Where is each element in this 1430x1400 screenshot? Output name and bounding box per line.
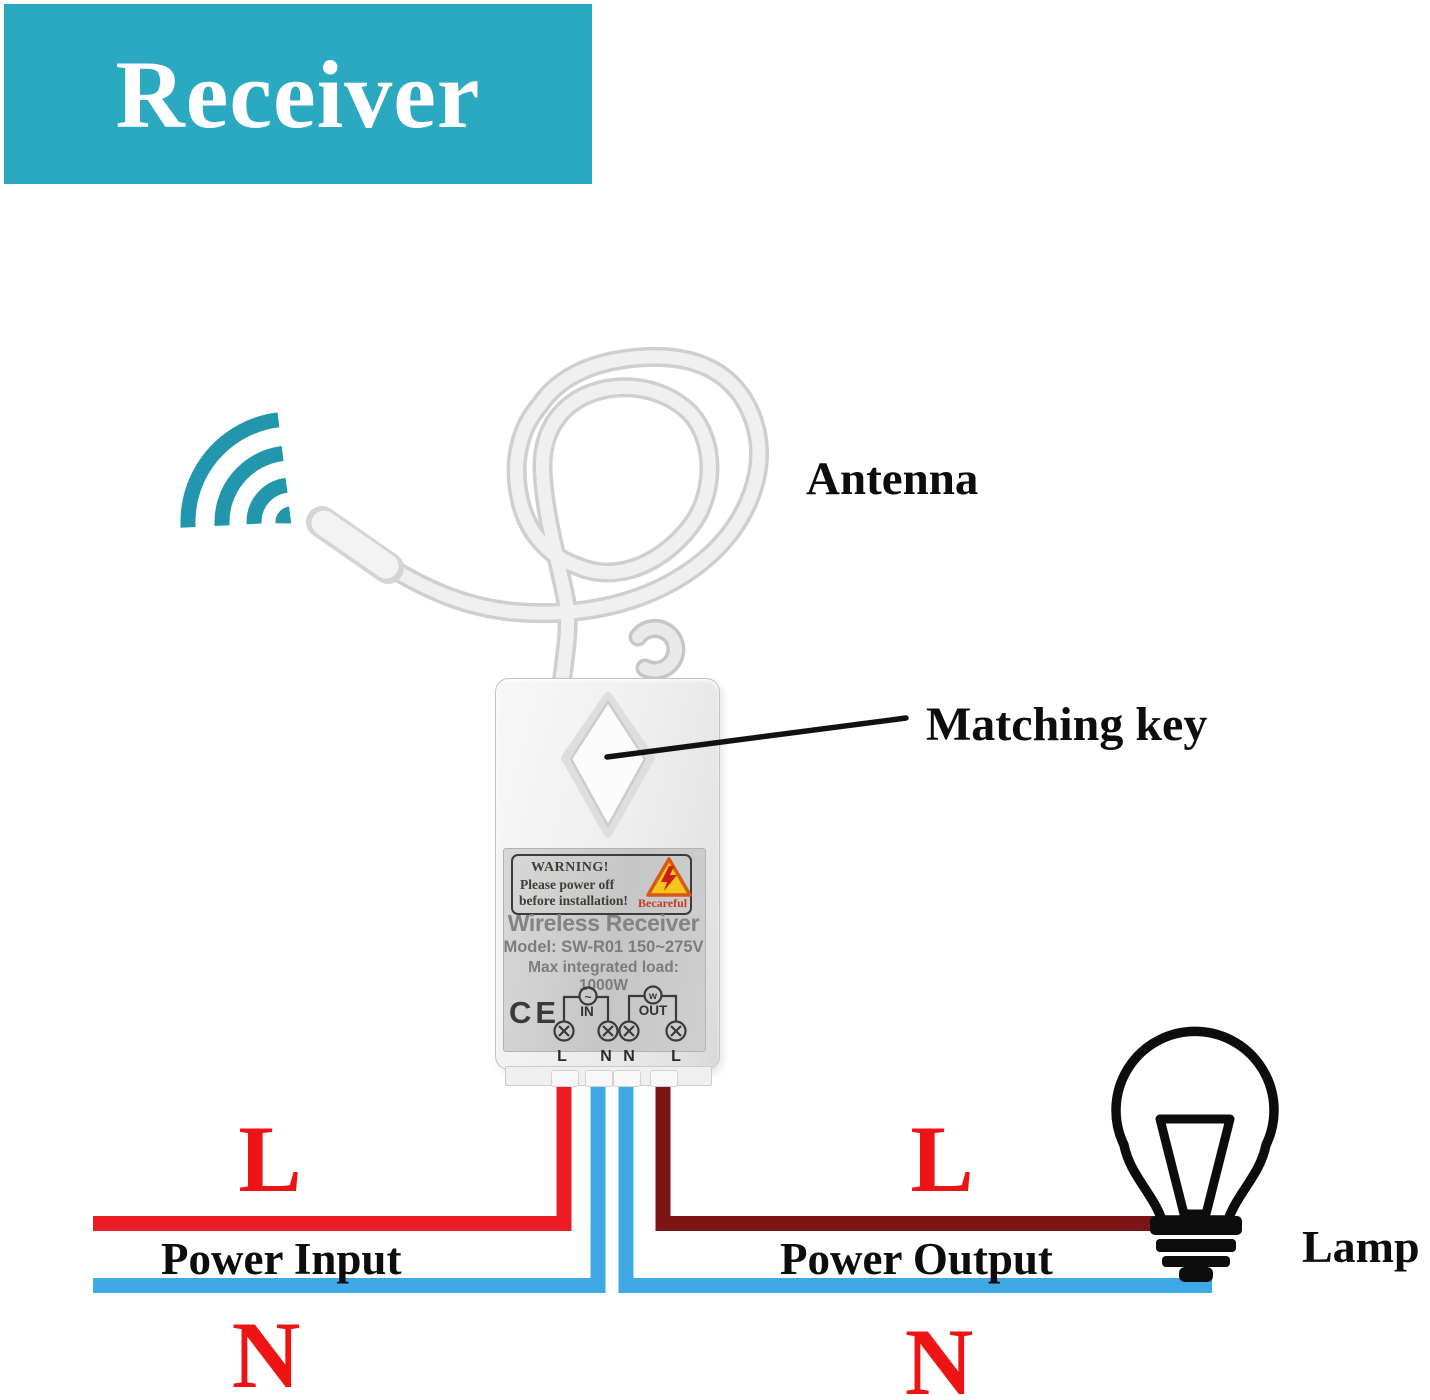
wifi-signal-icon (180, 412, 291, 528)
out-symbol: w (648, 990, 658, 1002)
terminal-label-N-out: N (623, 1048, 635, 1064)
input-neutral-letter: N (231, 1302, 301, 1400)
device-max-load-label: Max integrated load: 1000W (528, 959, 679, 994)
terminal-stub (551, 1070, 579, 1087)
out-label: OUT (639, 1003, 668, 1018)
terminal-screws (553, 1020, 687, 1042)
device-model-label: Model: SW-R01 150~275V (503, 938, 704, 956)
power-output-label: Power Output (780, 1234, 1053, 1284)
warning-line1: Please power off (520, 877, 615, 892)
terminal-label-L-out: L (671, 1048, 681, 1064)
mounting-clip-icon (628, 619, 686, 680)
terminal-stub (613, 1070, 641, 1087)
wire-output-neutral (618, 1072, 1212, 1293)
antenna-label: Antenna (806, 453, 979, 505)
lamp-label: Lamp (1302, 1221, 1420, 1272)
lamp-bulb-icon (1111, 1026, 1279, 1282)
in-label: IN (580, 1004, 594, 1019)
warning-triangle-icon (646, 857, 692, 897)
power-input-label: Power Input (161, 1234, 402, 1284)
output-neutral-letter: N (904, 1309, 974, 1400)
terminal-label-N-in: N (600, 1048, 612, 1064)
warning-title: WARNING! (531, 860, 609, 875)
terminal-schematic: CE ~ w IN OUT L N N L (509, 985, 687, 1064)
warning-line2: before installation! (519, 893, 628, 908)
wire-input-neutral (93, 1072, 606, 1293)
terminal-label-L-in: L (557, 1048, 567, 1064)
output-live-letter: L (910, 1106, 974, 1212)
in-symbol: ~ (584, 990, 591, 1004)
receiver-banner: Receiver (4, 4, 592, 184)
wire-output-live (655, 1072, 1160, 1231)
wire-input-live (93, 1072, 572, 1231)
wires (93, 1072, 1212, 1293)
ce-mark: CE (509, 995, 560, 1030)
input-live-letter: L (238, 1106, 302, 1212)
device-name-label: Wireless Receiver (507, 910, 700, 936)
warning-caption: Becareful (638, 896, 688, 910)
terminal-stub (585, 1070, 613, 1087)
matching-key-label: Matching key (926, 698, 1208, 751)
warning-box (511, 854, 692, 915)
antenna-tip (306, 506, 404, 584)
terminal-stub (650, 1070, 678, 1087)
antenna-cable (306, 346, 769, 690)
receiver-banner-label: Receiver (115, 40, 481, 148)
